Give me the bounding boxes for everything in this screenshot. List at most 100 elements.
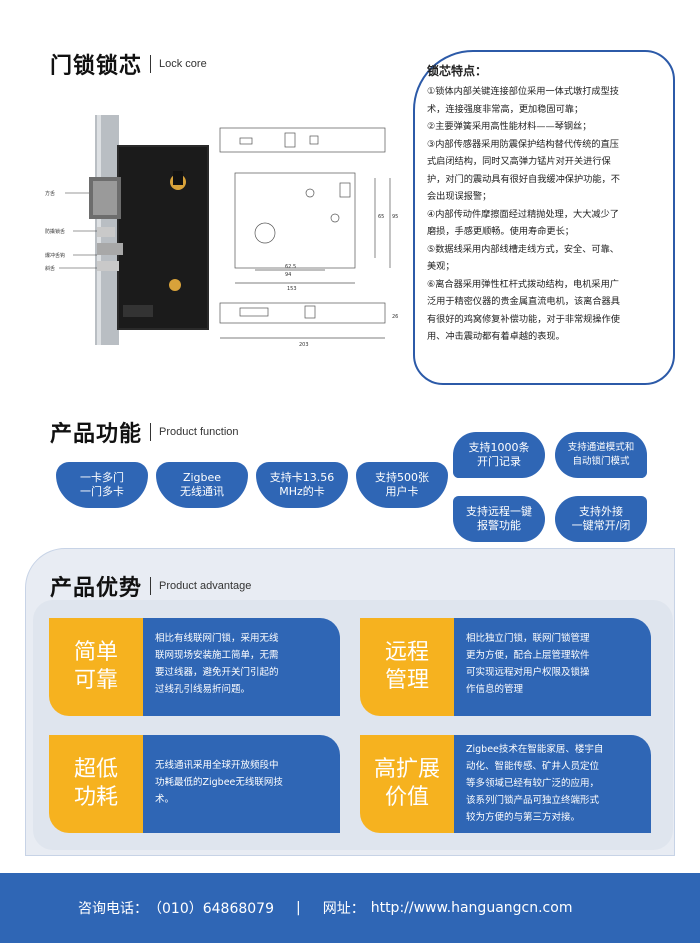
feature-line: ④内部传动件摩擦面经过精抛处理，大大减少了 — [427, 208, 619, 220]
pill-line: 一键常开/闭 — [571, 519, 631, 532]
lock-core-title-cn: 门锁锁芯 — [50, 54, 143, 79]
function-title-en: Product function — [159, 426, 239, 438]
body-line: 较为方便的与第三方对接。 — [466, 812, 581, 823]
function-pill: 支持外接一键常开/闭 — [555, 496, 647, 542]
website-link[interactable]: http://www.hanguangcn.com — [370, 900, 573, 916]
function-pill: 支持通道模式和自动锁门模式 — [555, 432, 647, 478]
head-line: 可靠 — [73, 668, 118, 693]
head-line: 简单 — [73, 640, 118, 665]
body-line: 动化、智能传感、矿井人员定位 — [466, 761, 600, 772]
label-latch: 斜舌 — [45, 265, 55, 272]
website-label: 网址： — [322, 901, 365, 917]
label-hook: 爆冲舌钩 — [45, 252, 65, 259]
body-line: 联网现场安装施工简单，无需 — [155, 650, 279, 661]
feature-line: 磨损，手感更顺畅。使用寿命更长； — [427, 226, 574, 237]
body-line: 可实现远程对用户权限及锁操 — [466, 667, 590, 678]
pill-line: MHz的卡 — [279, 485, 325, 498]
label-square-bolt: 方舌 — [45, 190, 55, 197]
title-divider — [150, 55, 152, 73]
pill-line: 支持远程一键 — [466, 505, 532, 518]
phone-label: 咨询电话： — [78, 901, 148, 917]
dim-65: 65 — [378, 214, 384, 220]
function-pill: 一卡多门一门多卡 — [56, 462, 148, 508]
lock-core-features-box: 锁芯特点： ①锁体内部关键连接部位采用一体式墩打成型技 术，连接强度非常高，更加… — [413, 50, 675, 385]
head-line: 管理 — [384, 668, 429, 693]
body-line: Zigbee技术在智能家居、楼宇自 — [466, 744, 604, 755]
function-title: 产品功能 Product function — [50, 416, 239, 448]
body-line: 该系列门锁产品可独立终端形式 — [466, 795, 600, 806]
pill-line: 一门多卡 — [80, 485, 124, 498]
dim-62-5: 62.5 — [285, 264, 296, 270]
footer-contact-bar: 咨询电话： （010）64868079 | 网址： http://www.han… — [0, 873, 700, 943]
feature-line: ③内部传感器采用防震保护结构替代传统的直压 — [427, 138, 619, 150]
feature-line: 有很好的鸡窝修复补偿功能，对于非常规操作使 — [427, 313, 620, 325]
pill-line: Zigbee — [182, 471, 222, 484]
dim-94: 94 — [285, 272, 291, 278]
dim-203: 203 — [299, 342, 309, 348]
pill-line: 报警功能 — [477, 519, 521, 532]
pill-line: 支持外接 — [579, 505, 623, 518]
body-line: 更为方便，配合上层管理软件 — [466, 650, 590, 661]
body-line: 相比独立门锁，联网门锁管理 — [466, 633, 590, 644]
body-line: 术。 — [155, 794, 175, 805]
pill-line: 自动锁门模式 — [572, 456, 630, 467]
body-line: 作信息的管理 — [466, 684, 524, 695]
feature-line: ⑥离合器采用弹性杠杆式拨动结构，电机采用广 — [427, 278, 619, 290]
body-line: 等多领域已经有较广泛的应用， — [466, 778, 600, 789]
title-divider — [150, 423, 152, 441]
feature-line: 式启闭结构，同时又高弹力锰片对开关进行保 — [427, 156, 611, 167]
head-line: 远程 — [384, 640, 429, 665]
pill-line: 支持500张 — [375, 471, 429, 484]
advantage-card-head: 超低功耗 — [49, 735, 143, 833]
advantage-card-head: 高扩展价值 — [360, 735, 454, 833]
advantage-title-en: Product advantage — [159, 580, 252, 592]
dim-26: 26 — [392, 314, 398, 320]
lock-core-drawing: 62.5 94 153 203 65 95 26 — [219, 127, 398, 348]
advantage-card-head: 简单可靠 — [49, 618, 143, 716]
function-pill: 支持1000条开门记录 — [453, 432, 545, 478]
feature-line: ②主要弹簧采用高性能材料——琴钢丝； — [427, 121, 592, 132]
pill-line: 开门记录 — [477, 455, 521, 468]
function-pill: 支持远程一键报警功能 — [453, 496, 545, 542]
dim-95: 95 — [392, 214, 398, 220]
feature-line: 会出现误报警； — [427, 191, 492, 202]
feature-line: ①锁体内部关键连接部位采用一体式墩打成型技 — [427, 86, 619, 97]
dim-153: 153 — [287, 286, 297, 292]
body-line: 功耗最低的Zigbee无线联网技 — [155, 777, 283, 788]
footer-separator: | — [295, 900, 301, 916]
body-line: 要过线器，避免开关门引起的 — [155, 667, 279, 678]
head-line: 高扩展 — [373, 757, 440, 782]
feature-line: ⑤数据线采用内部线槽走线方式，安全、可靠、 — [427, 243, 619, 255]
body-line: 无线通讯采用全球开放频段中 — [155, 760, 279, 771]
title-divider — [150, 577, 152, 595]
feature-line: 泛用于精密仪器的贵金属直流电机，该离合器具 — [427, 296, 620, 307]
head-line: 功耗 — [73, 785, 118, 810]
advantage-card-body: 相比有线联网门锁，采用无线 联网现场安装施工简单，无需 要过线器，避免开关门引起… — [143, 618, 340, 716]
features-title: 锁芯特点： — [427, 64, 488, 78]
lock-core-photo: 方舌 防撬锁舌 爆冲舌钩 斜舌 — [45, 115, 209, 345]
body-line: 相比有线联网门锁，采用无线 — [155, 633, 279, 644]
pill-line: 无线通讯 — [180, 485, 224, 498]
advantage-title: 产品优势 Product advantage — [50, 570, 251, 602]
function-title-cn: 产品功能 — [50, 422, 143, 447]
advantage-title-cn: 产品优势 — [50, 576, 143, 601]
head-line: 价值 — [384, 785, 429, 810]
pill-line: 用户卡 — [385, 485, 419, 498]
feature-line: 用、冲击震动都有着卓越的表现。 — [427, 331, 565, 342]
pill-line: 支持卡13.56 — [269, 471, 335, 484]
lock-core-title-en: Lock core — [159, 58, 207, 70]
feature-line: 护，对门的震动具有很好自我缓冲保护功能，不 — [427, 173, 620, 185]
advantage-card-head: 远程管理 — [360, 618, 454, 716]
phone-number[interactable]: （010）64868079 — [148, 901, 274, 917]
advantage-card-body: Zigbee技术在智能家居、楼宇自 动化、智能传感、矿井人员定位 等多领域已经有… — [454, 735, 651, 833]
pill-line: 一卡多门 — [80, 471, 124, 484]
pill-line: 支持通道模式和 — [567, 442, 635, 453]
feature-line: 美观； — [427, 261, 455, 272]
advantage-card-body: 无线通讯采用全球开放频段中 功耗最低的Zigbee无线联网技 术。 — [143, 735, 340, 833]
pill-line: 支持1000条 — [468, 441, 530, 454]
head-line: 超低 — [73, 757, 118, 782]
feature-line: 术，连接强度非常高，更加稳固可靠； — [427, 103, 584, 115]
label-anti-pry: 防撬锁舌 — [45, 228, 65, 235]
lock-core-title: 门锁锁芯 Lock core — [50, 48, 207, 80]
